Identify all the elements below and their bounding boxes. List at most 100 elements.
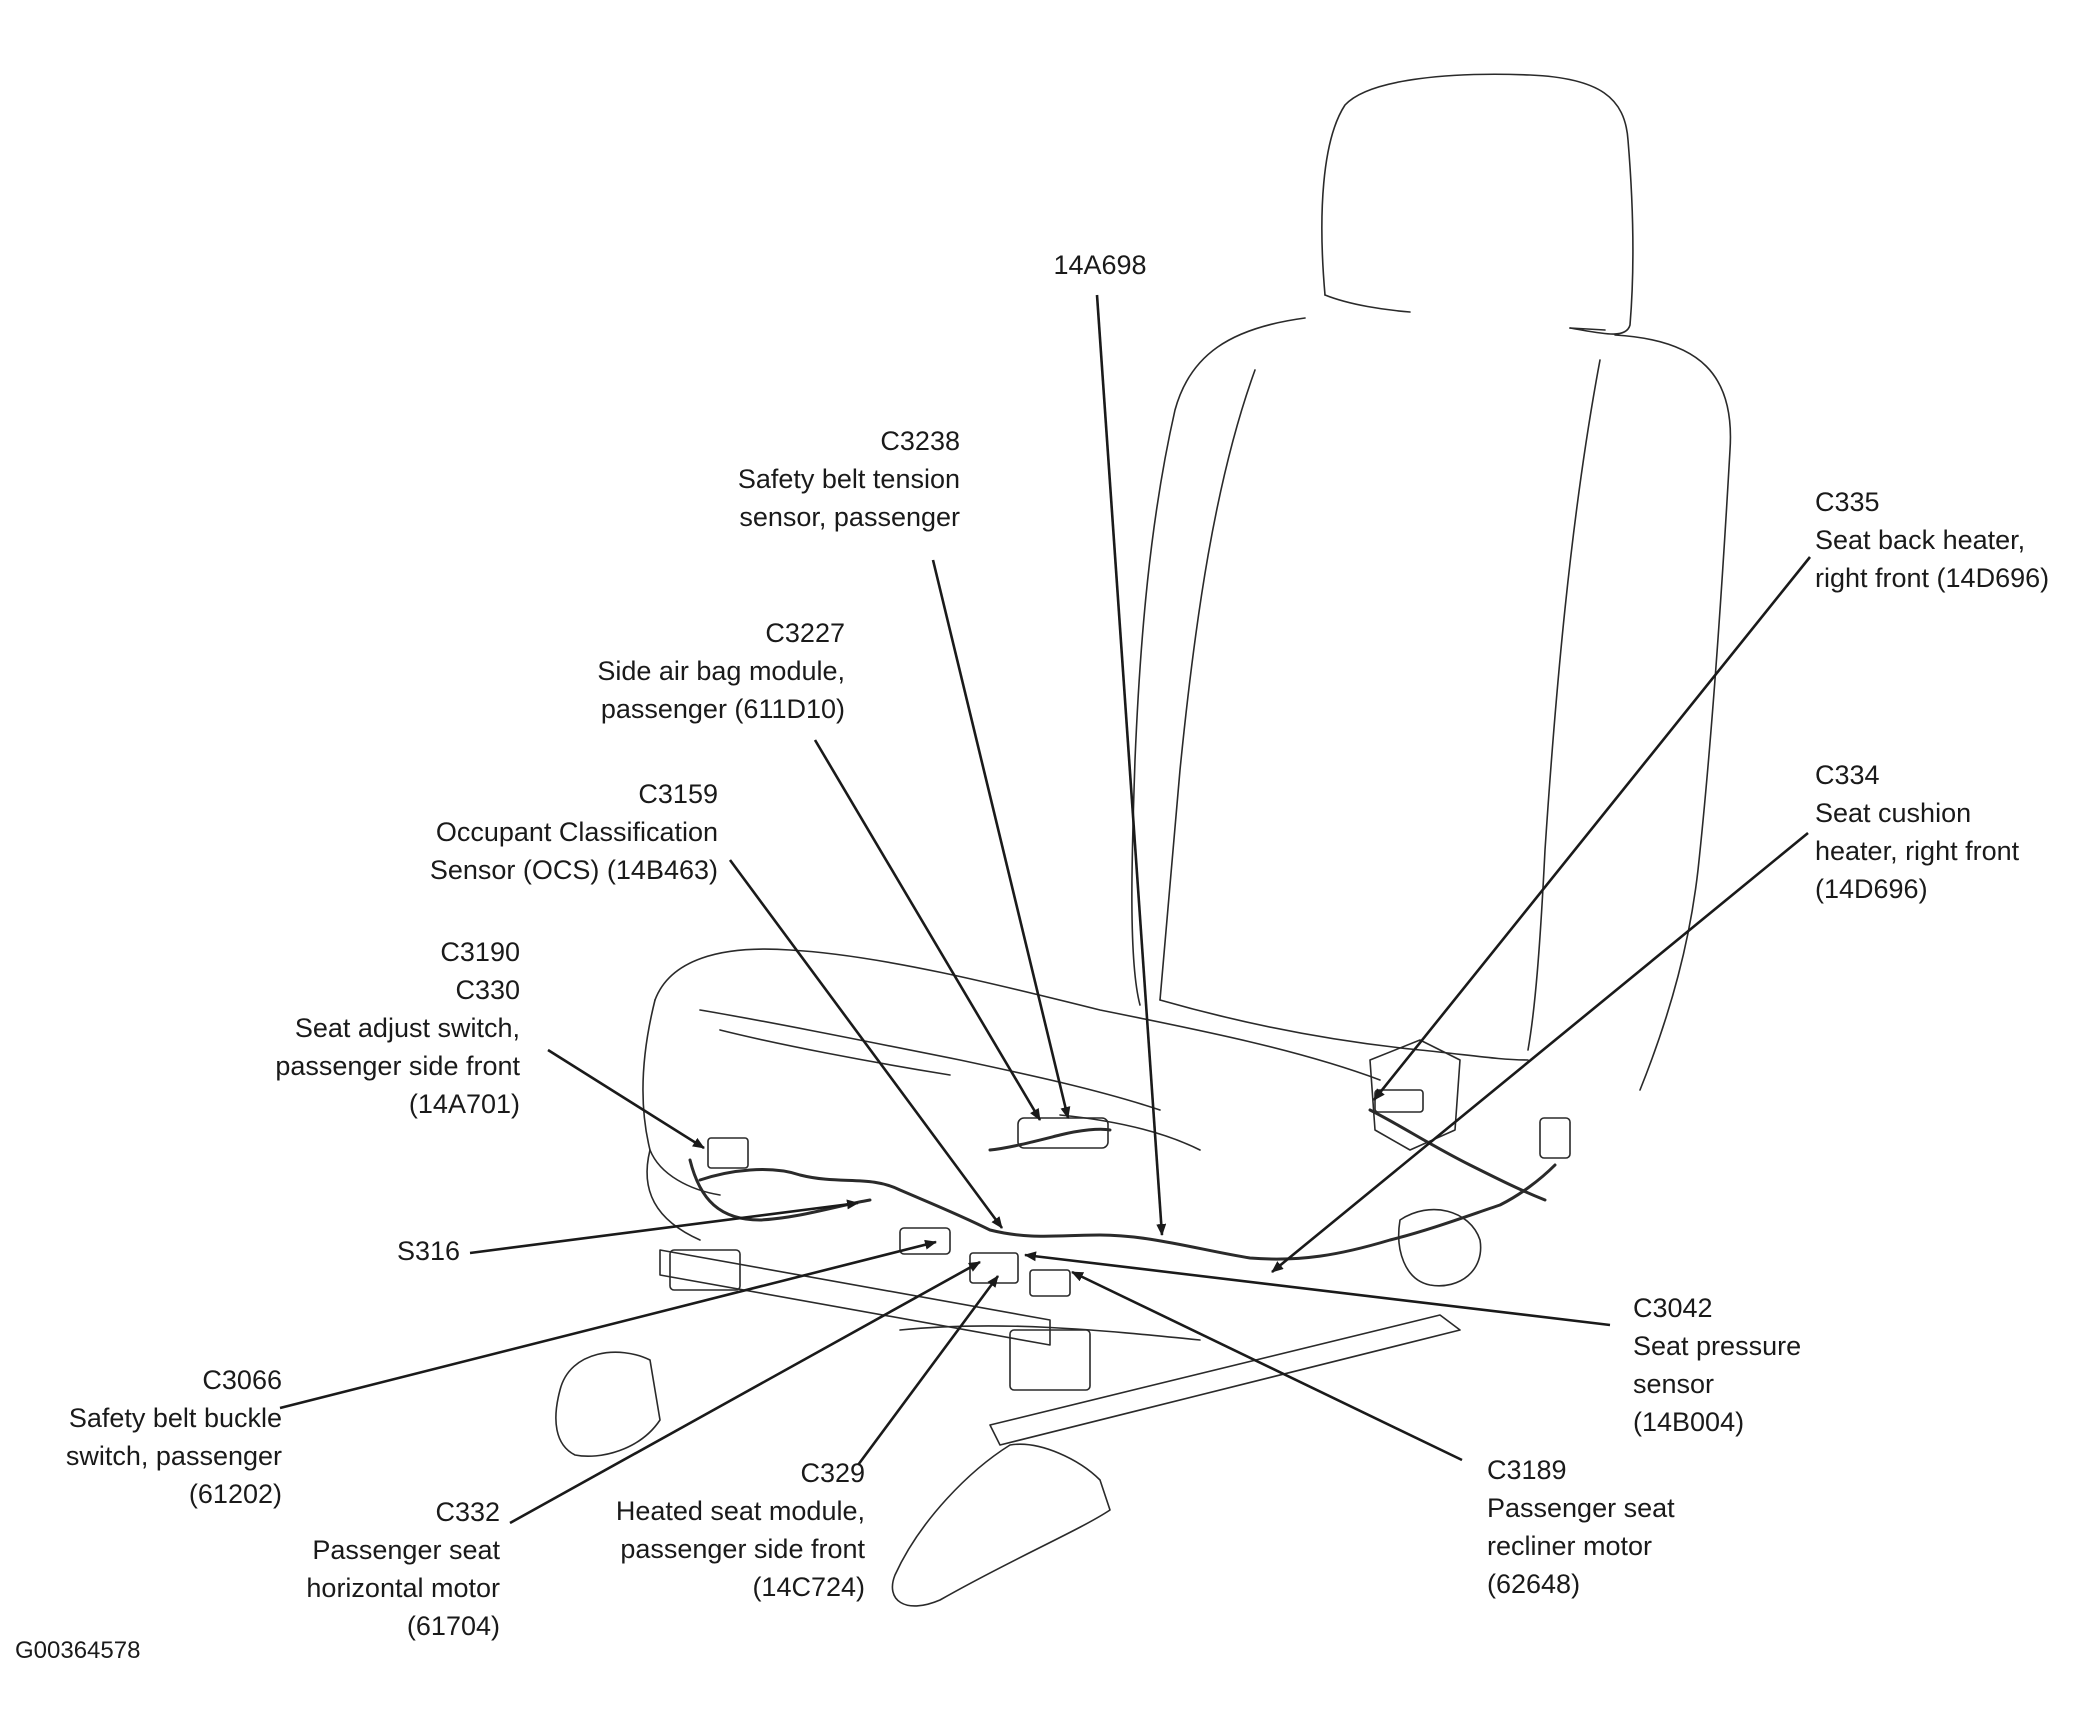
connector-s316 bbox=[899, 1227, 951, 1255]
callout-c334-id: C334 bbox=[1815, 760, 1880, 790]
wire-harness-branch bbox=[988, 1127, 1112, 1152]
callout-c3189-desc-3: (62648) bbox=[1487, 1569, 1581, 1599]
headrest-post-right bbox=[1569, 327, 1606, 331]
callout-c3159-id: C3159 bbox=[638, 779, 718, 809]
wire-harness-rear bbox=[1368, 1108, 1547, 1202]
callout-c3190: C3190 C330 Seat adjust switch, passenger… bbox=[218, 933, 520, 1123]
callout-s316: S316 bbox=[360, 1232, 460, 1270]
wire-harness-left bbox=[688, 1158, 872, 1222]
callout-c3238-desc-2: sensor, passenger bbox=[739, 502, 960, 532]
base-crossbar bbox=[899, 1325, 1201, 1341]
leader-c3066 bbox=[279, 1239, 937, 1410]
right-rail bbox=[989, 1314, 1461, 1446]
callout-c3190-desc-1: Seat adjust switch, bbox=[294, 1013, 520, 1043]
connector-center-1 bbox=[969, 1252, 1019, 1284]
leader-c335 bbox=[1372, 556, 1812, 1101]
leader-c334 bbox=[1271, 831, 1809, 1274]
rear-bracket bbox=[1398, 1208, 1482, 1287]
leader-c3190 bbox=[547, 1048, 705, 1150]
cushion-bolster bbox=[1059, 1114, 1201, 1151]
seatback-inner-left bbox=[1159, 369, 1256, 1001]
module-heated-seat bbox=[1009, 1329, 1091, 1391]
callout-c3042-desc-3: (14B004) bbox=[1633, 1407, 1745, 1437]
callout-c330-id: C330 bbox=[455, 975, 520, 1005]
callout-c3189-id: C3189 bbox=[1487, 1455, 1567, 1485]
connector-seat-switch bbox=[707, 1137, 749, 1169]
callout-c335-id: C335 bbox=[1815, 487, 1880, 517]
front-riser-left bbox=[555, 1351, 661, 1458]
leader-c3227 bbox=[813, 739, 1042, 1121]
cushion-seam-2 bbox=[719, 1029, 951, 1076]
front-riser-right bbox=[891, 1443, 1111, 1607]
cushion-top-outline bbox=[654, 948, 1381, 1081]
seat-illustration bbox=[555, 73, 1732, 1607]
callout-c329-desc-3: (14C724) bbox=[752, 1572, 865, 1602]
callout-s316-id: S316 bbox=[396, 1236, 460, 1266]
callout-c3066-desc-1: Safety belt buckle bbox=[68, 1403, 282, 1433]
callout-c334-desc-3: (14D696) bbox=[1815, 874, 1928, 904]
rail-motor-left bbox=[669, 1249, 741, 1291]
connector-cushionheater-far bbox=[1539, 1117, 1571, 1159]
leader-c3189 bbox=[1071, 1270, 1463, 1462]
wire-harness-main bbox=[698, 1163, 1557, 1261]
leader-14a698 bbox=[1095, 294, 1167, 1236]
callout-c3159-desc-2: Sensor (OCS) (14B463) bbox=[429, 855, 718, 885]
callout-c3042: C3042 Seat pressure sensor (14B004) bbox=[1633, 1289, 1873, 1441]
callout-c3042-desc-1: Seat pressure bbox=[1633, 1331, 1802, 1361]
leader-c3159 bbox=[728, 859, 1004, 1229]
callout-c332-id: C332 bbox=[435, 1497, 500, 1527]
seatback-bottom bbox=[1159, 999, 1529, 1061]
leader-lines bbox=[279, 294, 1812, 1525]
callout-c3238-id: C3238 bbox=[880, 426, 960, 456]
callout-c3190-desc-2: passenger side front bbox=[275, 1051, 520, 1081]
connector-backheater bbox=[1374, 1089, 1424, 1113]
callout-c3042-id: C3042 bbox=[1633, 1293, 1713, 1323]
callout-c334-desc-2: heater, right front bbox=[1815, 836, 2020, 866]
cushion-seam bbox=[699, 1009, 1161, 1111]
connector-center-2 bbox=[1029, 1269, 1071, 1297]
callout-c332-desc-1: Passenger seat bbox=[312, 1535, 500, 1565]
callout-c332: C332 Passenger seat horizontal motor (61… bbox=[240, 1493, 500, 1645]
callout-c3042-desc-2: sensor bbox=[1633, 1369, 1715, 1399]
callout-c3189-desc-1: Passenger seat bbox=[1487, 1493, 1675, 1523]
callout-c3227-id: C3227 bbox=[765, 618, 845, 648]
callout-c332-desc-2: horizontal motor bbox=[306, 1573, 500, 1603]
callout-c3189: C3189 Passenger seat recliner motor (626… bbox=[1487, 1451, 1747, 1603]
seat-side-shield bbox=[1369, 1039, 1461, 1151]
leader-s316 bbox=[469, 1199, 859, 1255]
callout-c3190-desc-3: (14A701) bbox=[408, 1089, 520, 1119]
leader-c3042 bbox=[1024, 1251, 1611, 1327]
leader-c332 bbox=[509, 1260, 981, 1525]
callout-c3227: C3227 Side air bag module, passenger (61… bbox=[545, 614, 845, 728]
callout-c3066: C3066 Safety belt buckle switch, passeng… bbox=[10, 1361, 282, 1513]
figure-id: G00364578 bbox=[15, 1637, 141, 1664]
callout-14a698: 14A698 bbox=[1030, 246, 1170, 284]
cushion-front-outline bbox=[642, 999, 721, 1196]
callout-c334: C334 Seat cushion heater, right front (1… bbox=[1815, 756, 2085, 908]
seatback-outline bbox=[1131, 317, 1306, 1006]
callout-c3159-desc-1: Occupant Classification bbox=[435, 817, 718, 847]
callout-c329: C329 Heated seat module, passenger side … bbox=[565, 1454, 865, 1606]
callout-c335: C335 Seat back heater, right front (14D6… bbox=[1815, 483, 2085, 597]
callout-c329-desc-1: Heated seat module, bbox=[615, 1496, 865, 1526]
callout-c335-desc-2: right front (14D696) bbox=[1815, 563, 2050, 593]
callout-c3066-id: C3066 bbox=[202, 1365, 282, 1395]
callout-c3238-desc-1: Safety belt tension bbox=[737, 464, 960, 494]
callout-c3159: C3159 Occupant Classification Sensor (OC… bbox=[380, 775, 718, 889]
callout-c3189-desc-2: recliner motor bbox=[1487, 1531, 1653, 1561]
callout-14a698-line: 14A698 bbox=[1053, 250, 1147, 280]
callout-c3066-desc-3: (61202) bbox=[188, 1479, 282, 1509]
callout-c3227-desc-2: passenger (611D10) bbox=[600, 694, 845, 724]
callout-c3190-id: C3190 bbox=[440, 937, 520, 967]
seatback-inner-right bbox=[1527, 359, 1601, 1051]
callout-c332-desc-3: (61704) bbox=[406, 1611, 500, 1641]
callout-c3227-desc-1: Side air bag module, bbox=[597, 656, 845, 686]
callout-c334-desc-1: Seat cushion bbox=[1815, 798, 1972, 828]
callout-c335-desc-1: Seat back heater, bbox=[1815, 525, 2026, 555]
callout-c329-desc-2: passenger side front bbox=[620, 1534, 865, 1564]
callout-c3066-desc-2: switch, passenger bbox=[65, 1441, 282, 1471]
headrest-post-left bbox=[1324, 294, 1411, 313]
cushion-side bbox=[646, 1149, 701, 1241]
callout-c3238: C3238 Safety belt tension sensor, passen… bbox=[660, 422, 960, 536]
